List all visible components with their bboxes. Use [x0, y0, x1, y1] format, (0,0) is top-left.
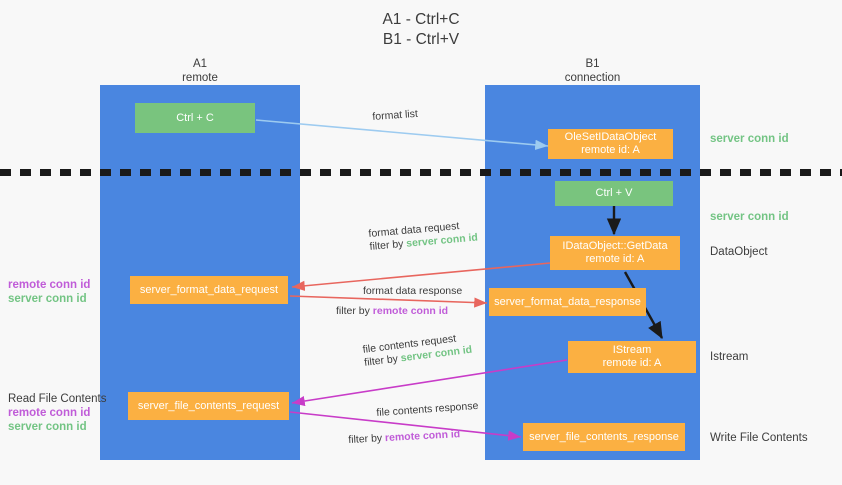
edge-label-file-contents-response: file contents response — [376, 400, 479, 420]
node-idataobject-getdata-remote-id: remote id: A — [585, 253, 645, 265]
annotation-istream: Istream — [710, 351, 749, 363]
lane-header-a1-line2: remote — [182, 71, 218, 84]
node-register-idataobject-remote-id: remote id: A — [581, 144, 640, 156]
annotation-file-remote-conn-id: remote conn id — [8, 407, 91, 419]
edge-label-file-contents-response-filter: filter by remote conn id — [348, 428, 461, 447]
annotation-format-server-conn-id: server conn id — [8, 293, 87, 305]
node-ctrl-v[interactable]: Ctrl + V — [555, 181, 673, 206]
lane-header-a1-line1: A1 — [192, 58, 208, 70]
annotation-read-file-contents: Read File Contents remote conn id server… — [8, 392, 106, 434]
annotation-server-conn-id-second: server conn id — [710, 211, 789, 223]
edge-label-format-data-request: format data request filter by server con… — [368, 219, 478, 254]
annotation-format-remote-conn-id: remote conn id — [8, 279, 91, 291]
node-ctrl-v-label: Ctrl + V — [595, 187, 633, 199]
edge-label-format-data-response: format data response — [363, 285, 462, 298]
node-server-file-contents-request-label: server_file_contents_request — [137, 399, 280, 412]
edge-label-format-data-response-text: format data response — [363, 285, 463, 297]
edge-label-format-list-text: format list — [372, 107, 419, 123]
node-ctrl-c-label: Ctrl + C — [176, 111, 214, 124]
lane-header-b1-line2: connection — [564, 71, 621, 84]
lane-header-b1: B1 connection — [485, 58, 700, 85]
node-server-file-contents-request[interactable]: server_file_contents_request — [128, 392, 289, 420]
node-istream-label: IStream — [612, 344, 652, 356]
node-istream-remote-id: remote id: A — [602, 357, 662, 369]
lane-header-a1: A1 remote — [100, 58, 300, 85]
annotation-file-server-conn-id: server conn id — [8, 421, 87, 433]
annotation-read-file-contents-heading: Read File Contents — [8, 393, 107, 405]
node-idataobject-getdata-label: IDataObject::GetData — [562, 240, 668, 252]
node-server-format-data-request[interactable]: server_format_data_request — [130, 276, 288, 304]
node-server-file-contents-response-label: server_file_contents_response — [529, 430, 679, 443]
edge-label-file-contents-response-text: file contents response — [376, 399, 479, 419]
title-line-1: A1 - Ctrl+C — [382, 11, 460, 28]
filter-value-remote-conn-id-2: remote conn id — [384, 428, 461, 445]
edge-label-format-list: format list — [372, 108, 418, 124]
node-istream[interactable]: IStream remote id: A — [568, 341, 696, 373]
filter-prefix-4: filter by — [348, 432, 386, 446]
node-register-idataobject[interactable]: OleSetIDataObject remote id: A — [548, 129, 673, 159]
annotation-write-file-contents: Write File Contents — [710, 432, 808, 444]
annotation-server-conn-id-top: server conn id — [710, 133, 789, 145]
edge-label-format-data-response-filter: filter by remote conn id — [336, 305, 448, 318]
node-server-format-data-response-label: server_format_data_response — [494, 295, 641, 308]
annotation-format-conn-ids: remote conn id server conn id — [8, 278, 90, 306]
node-ctrl-c[interactable]: Ctrl + C — [135, 103, 255, 133]
diagram-title: A1 - Ctrl+C B1 - Ctrl+V — [0, 10, 842, 50]
node-idataobject-getdata[interactable]: IDataObject::GetData remote id: A — [550, 236, 680, 270]
node-server-format-data-response[interactable]: server_format_data_response — [489, 288, 646, 316]
annotation-dataobject: DataObject — [710, 246, 768, 258]
node-register-idataobject-label: OleSetIDataObject — [564, 131, 657, 143]
filter-prefix-2: filter by — [336, 305, 373, 317]
title-line-2: B1 - Ctrl+V — [382, 31, 460, 48]
node-server-file-contents-response[interactable]: server_file_contents_response — [523, 423, 685, 451]
filter-prefix-1: filter by — [369, 237, 407, 253]
phase-divider — [0, 169, 842, 176]
node-server-format-data-request-label: server_format_data_request — [139, 283, 279, 296]
filter-value-remote-conn-id-1: remote conn id — [372, 305, 449, 317]
edge-label-file-contents-request: file contents request filter by server c… — [362, 331, 473, 370]
lane-header-b1-line1: B1 — [585, 58, 600, 70]
